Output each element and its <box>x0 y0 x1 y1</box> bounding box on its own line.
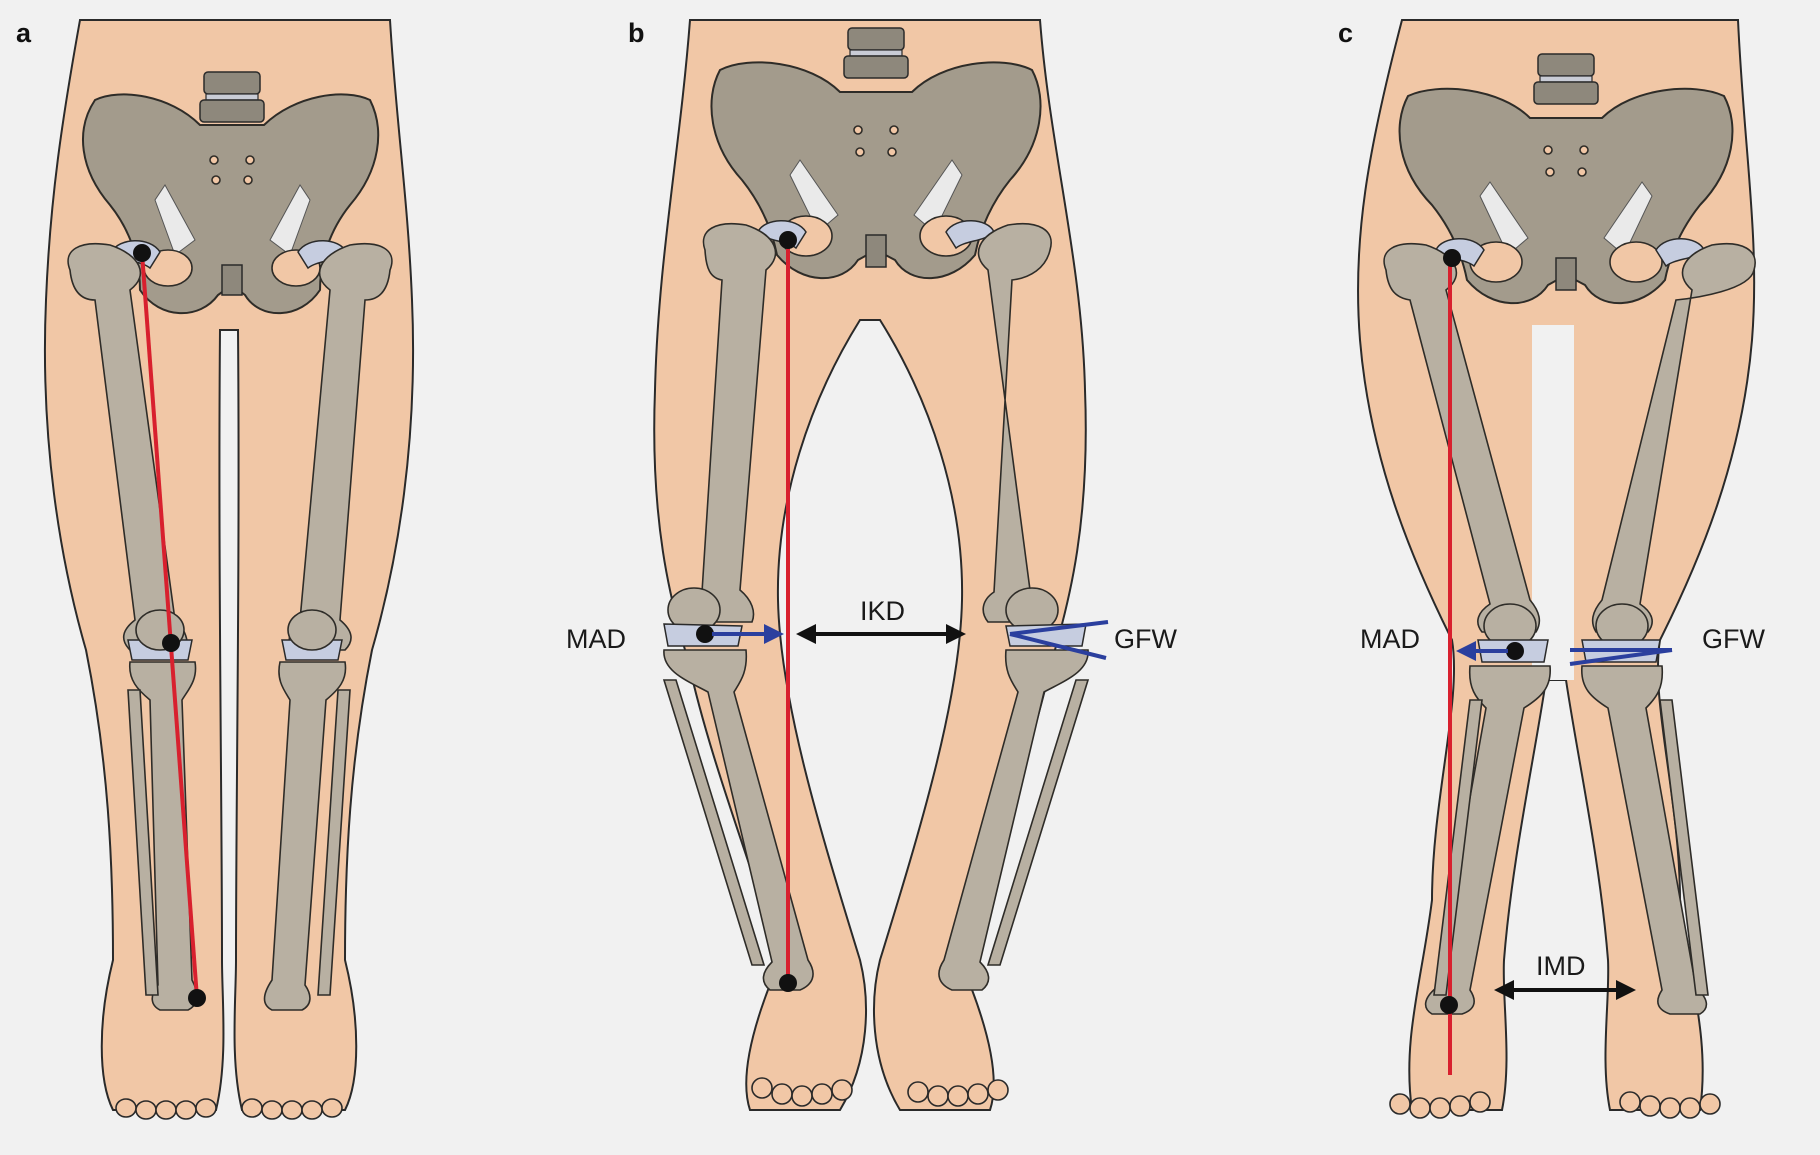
toes-a <box>115 1098 343 1120</box>
ankle-center-dot-b <box>779 974 797 992</box>
knee-center-dot-a <box>162 634 180 652</box>
mad-label-c: MAD <box>1360 624 1420 654</box>
knee-center-dot-c <box>1506 642 1524 660</box>
gfw-line-lower-b <box>1009 632 1107 660</box>
panel-c-letter: c <box>1338 18 1353 48</box>
femur-right-b <box>692 223 777 623</box>
femur-left-c <box>1591 243 1756 633</box>
fibula-right-c <box>1433 699 1483 996</box>
mechanical-axis-a <box>140 252 199 999</box>
tibia-left-a <box>263 661 347 1011</box>
spine-b <box>843 27 909 79</box>
toes-c <box>1389 1091 1721 1119</box>
gfw-label-c: GFW <box>1702 624 1765 654</box>
hip-center-dot-b <box>779 231 797 249</box>
panel-b: b <box>566 18 1177 1111</box>
hip-center-dot-a <box>133 244 151 262</box>
panel-a-letter: a <box>16 18 32 48</box>
femur-right-c <box>1383 243 1541 633</box>
fibula-right-a <box>127 689 159 996</box>
spine-a <box>199 71 265 123</box>
tibia-left-c <box>1581 665 1708 1015</box>
fibula-left-c <box>1659 699 1709 996</box>
toes-b <box>751 1077 1009 1107</box>
tibia-left-b <box>938 649 1089 991</box>
gfw-label-b: GFW <box>1114 624 1177 654</box>
ankle-center-dot-a <box>188 989 206 1007</box>
fibula-right-b <box>662 679 766 966</box>
gfw-line-lower-c <box>1569 648 1673 666</box>
fibula-left-b <box>986 679 1090 966</box>
spine-c <box>1533 53 1599 105</box>
knee-center-dot-b <box>696 625 714 643</box>
gfw-line-upper-b <box>1009 620 1109 636</box>
ankle-center-dot-c <box>1440 996 1458 1014</box>
mad-label-b: MAD <box>566 624 626 654</box>
hip-center-dot-c <box>1443 249 1461 267</box>
panel-b-letter: b <box>628 18 645 48</box>
femur-right-a <box>67 243 188 651</box>
fibula-left-a <box>317 689 351 996</box>
panel-c: c <box>1338 18 1765 1119</box>
panel-a: a <box>16 18 415 1120</box>
ikd-label: IKD <box>860 596 905 626</box>
imd-label: IMD <box>1536 951 1586 981</box>
